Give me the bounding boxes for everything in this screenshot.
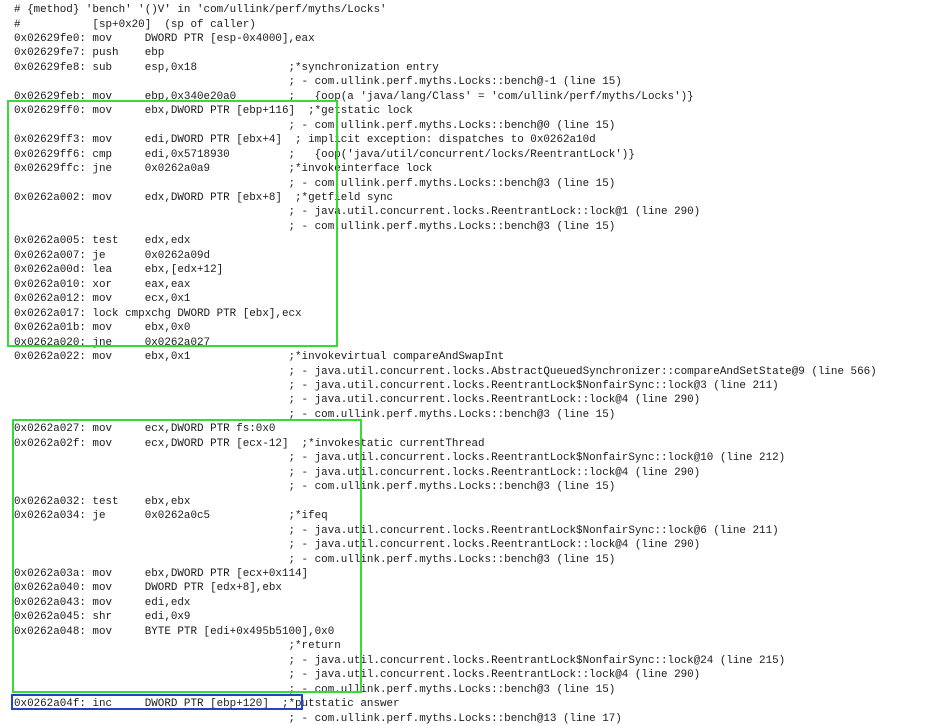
code-line: 0x0262a04f: inc DWORD PTR [ebp+120] ;*pu… <box>14 698 400 711</box>
code-line: 0x0262a01b: mov ebx,0x0 <box>14 322 191 335</box>
code-line: 0x0262a017: lock cmpxchg DWORD PTR [ebx]… <box>14 307 302 320</box>
code-line: 0x0262a020: jne 0x0262a027 <box>14 336 211 349</box>
code-line: # {method} 'bench' '()V' in 'com/ullink/… <box>14 4 387 16</box>
code-line: ; - com.ullink.perf.myths.Locks::bench@-… <box>14 76 622 89</box>
code-line: 0x0262a027: mov ecx,DWORD PTR fs:0x0 <box>14 423 276 436</box>
code-line: ; - com.ullink.perf.myths.Locks::bench@3… <box>14 683 616 696</box>
code-line: ; - com.ullink.perf.myths.Locks::bench@3… <box>14 220 616 233</box>
code-line: ; - java.util.concurrent.locks.Reentrant… <box>14 394 701 407</box>
code-line: 0x02629ff0: mov ebx,DWORD PTR [ebp+116] … <box>14 105 413 118</box>
code-line: ; - com.ullink.perf.myths.Locks::bench@1… <box>14 712 622 725</box>
code-line: ; - java.util.concurrent.locks.Reentrant… <box>14 380 779 392</box>
code-line: 0x0262a043: mov edi,edx <box>14 596 191 609</box>
code-line: ; - com.ullink.perf.myths.Locks::bench@3… <box>14 481 616 494</box>
code-line: 0x02629fe7: push ebp <box>14 47 165 60</box>
code-line: 0x0262a002: mov edx,DWORD PTR [ebx+8] ;*… <box>14 192 394 204</box>
code-line: ; - java.util.concurrent.locks.Reentrant… <box>14 206 701 219</box>
code-line: ; - java.util.concurrent.locks.AbstractQ… <box>14 365 877 378</box>
code-line: 0x0262a048: mov BYTE PTR [edi+0x495b5100… <box>14 625 335 638</box>
code-line: ; - com.ullink.perf.myths.Locks::bench@3… <box>14 177 616 190</box>
code-line: 0x0262a022: mov ebx,0x1 ;*invokevirtual … <box>14 351 505 363</box>
code-line: 0x0262a045: shr edi,0x9 <box>14 611 191 624</box>
code-line: 0x02629fe8: sub esp,0x18 ;*synchronizati… <box>14 61 439 74</box>
code-line: 0x02629ff3: mov edi,DWORD PTR [ebx+4] ; … <box>14 134 596 147</box>
code-line: 0x02629ff6: cmp edi,0x5718930 ; {oop('ja… <box>14 148 635 161</box>
code-line: 0x0262a007: je 0x0262a09d <box>14 249 211 262</box>
code-line: ; - com.ullink.perf.myths.Locks::bench@3… <box>14 408 616 421</box>
code-line: ; - java.util.concurrent.locks.Reentrant… <box>14 669 701 682</box>
code-line: ; - java.util.concurrent.locks.Reentrant… <box>14 539 701 551</box>
code-line: ; - com.ullink.perf.myths.Locks::bench@0… <box>14 119 616 132</box>
code-line: ; - java.util.concurrent.locks.Reentrant… <box>14 524 779 537</box>
code-line: 0x0262a032: test ebx,ebx <box>14 495 191 508</box>
code-line: 0x02629feb: mov ebp,0x340e20a0 ; {oop(a … <box>14 90 694 103</box>
code-line: 0x0262a005: test edx,edx <box>14 235 191 248</box>
code-line: ; - java.util.concurrent.locks.Reentrant… <box>14 452 786 465</box>
code-line: # [sp+0x20] (sp of caller) <box>14 18 256 31</box>
code-line: 0x02629ffc: jne 0x0262a0a9 ;*invokeinter… <box>14 163 433 176</box>
code-line: 0x0262a012: mov ecx,0x1 <box>14 293 191 306</box>
code-line: 0x02629fe0: mov DWORD PTR [esp-0x4000],e… <box>14 32 315 45</box>
code-line: ; - java.util.concurrent.locks.Reentrant… <box>14 466 701 479</box>
code-line: 0x0262a010: xor eax,eax <box>14 278 191 291</box>
code-line: 0x0262a02f: mov ecx,DWORD PTR [ecx-12] ;… <box>14 437 485 450</box>
code-line: ; - java.util.concurrent.locks.Reentrant… <box>14 654 786 667</box>
code-line: ;*return <box>14 640 341 653</box>
code-line: 0x0262a040: mov DWORD PTR [edx+8],ebx <box>14 582 282 595</box>
code-line: 0x0262a03a: mov ebx,DWORD PTR [ecx+0x114… <box>14 567 309 580</box>
code-line: ; - com.ullink.perf.myths.Locks::bench@3… <box>14 553 616 566</box>
code-line: 0x0262a034: je 0x0262a0c5 ;*ifeq <box>14 510 328 523</box>
code-line: 0x0262a00d: lea ebx,[edx+12] <box>14 264 224 277</box>
